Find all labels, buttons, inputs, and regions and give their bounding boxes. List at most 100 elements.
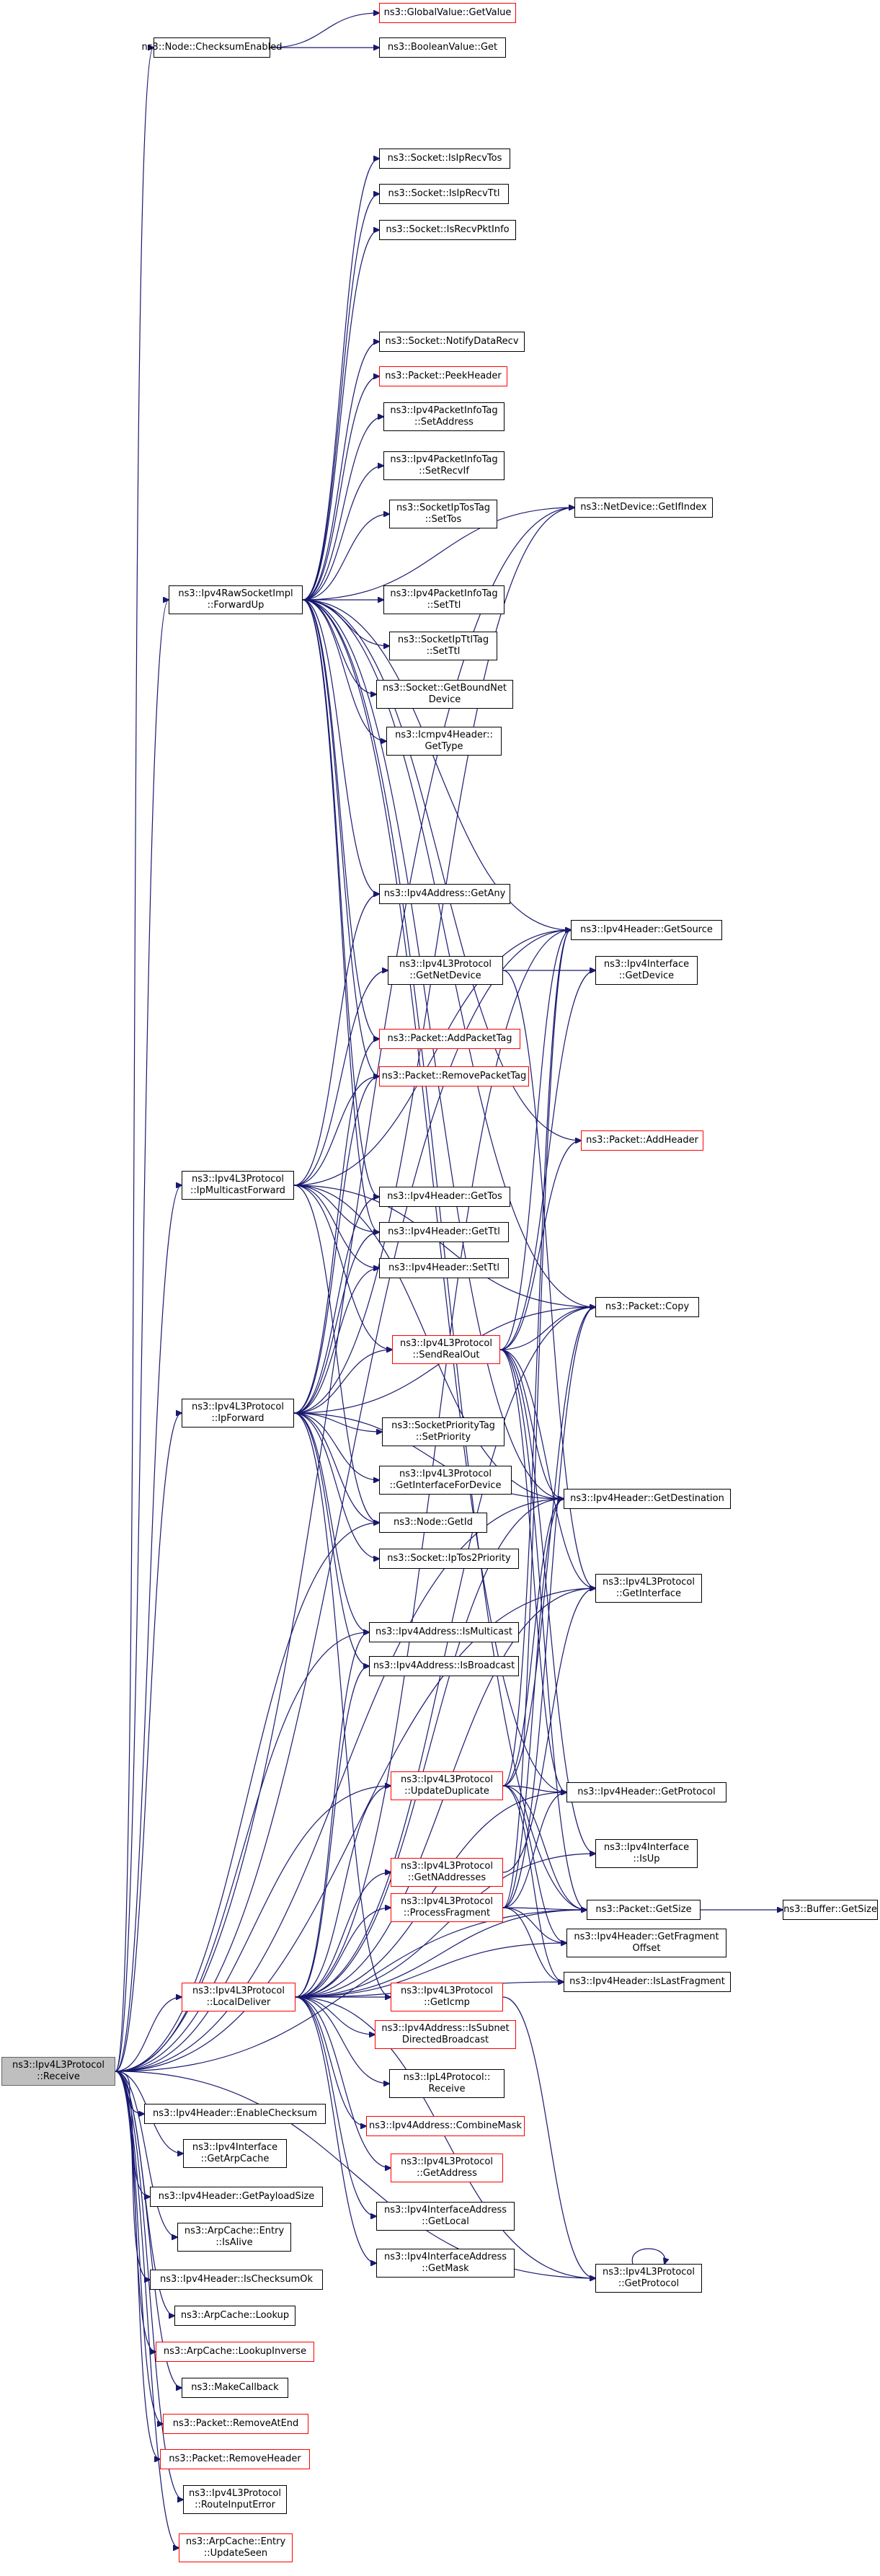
node-hdr-set-ttl[interactable]: ns3::Ipv4Header::SetTtl [379,1258,509,1278]
node-label-line: ns3::Packet::RemoveHeader [169,2453,301,2464]
node-hdr-get-tos[interactable]: ns3::Ipv4Header::GetTos [379,1187,510,1207]
node-hdr-get-source[interactable]: ns3::Ipv4Header::GetSource [571,920,722,940]
node-if-is-up[interactable]: ns3::Ipv4Interface::IsUp [595,1839,698,1868]
node-if-addr-get-mask[interactable]: ns3::Ipv4InterfaceAddress::GetMask [376,2249,515,2278]
node-ip-tos2-priority[interactable]: ns3::Socket::IpTos2Priority [379,1549,519,1569]
node-if-get-device[interactable]: ns3::Ipv4Interface::GetDevice [595,956,698,985]
edge-local-deliver-to-packet-copy [295,1307,595,1998]
node-hdr-get-payload-size[interactable]: ns3::Ipv4Header::GetPayloadSize [150,2187,323,2207]
node-label-line: ns3::Ipv4Interface [192,2142,278,2153]
node-update-duplicate[interactable]: ns3::Ipv4L3Protocol::UpdateDuplicate [391,1771,503,1800]
node-is-ip-recv-tos[interactable]: ns3::Socket::IsIpRecvTos [379,149,510,169]
node-get-interface[interactable]: ns3::Ipv4L3Protocol::GetInterface [595,1574,702,1603]
node-boolean-value-get[interactable]: ns3::BooleanValue::Get [379,37,506,58]
node-arp-entry-update-seen[interactable]: ns3::ArpCache::Entry::UpdateSeen [179,2533,293,2562]
edge-local-deliver-to-if-is-up [295,1854,595,1998]
node-label-line: ns3::ArpCache::Entry [185,2536,286,2547]
node-ip-ttl-set-ttl[interactable]: ns3::SocketIpTtlTag::SetTtl [389,632,497,660]
node-arp-entry-is-alive[interactable]: ns3::ArpCache::Entry::IsAlive [177,2223,291,2252]
node-is-recv-pkt-info[interactable]: ns3::Socket::IsRecvPktInfo [379,220,516,240]
edge-root-to-arp-entry-update-seen [115,2071,179,2548]
node-get-naddresses[interactable]: ns3::Ipv4L3Protocol::GetNAddresses [391,1858,503,1887]
node-enable-checksum[interactable]: ns3::Ipv4Header::EnableChecksum [144,2104,326,2124]
node-get-interface-for-device[interactable]: ns3::Ipv4L3Protocol::GetInterfaceForDevi… [379,1466,512,1495]
node-is-broadcast[interactable]: ns3::Ipv4Address::IsBroadcast [369,1656,519,1676]
node-label-line: ns3::ArpCache::LookupInverse [163,2346,307,2357]
node-peek-header[interactable]: ns3::Packet::PeekHeader [379,366,507,386]
node-ip-multicast-forward[interactable]: ns3::Ipv4L3Protocol::IpMulticastForward [182,1171,294,1200]
node-label-line: ::GetInterfaceForDevice [389,1480,502,1491]
node-l3-get-protocol[interactable]: ns3::Ipv4L3Protocol::GetProtocol [595,2264,702,2293]
node-label-line: ns3::Node::ChecksumEnabled [141,42,283,53]
edge-root-to-remove-at-end [115,2071,163,2424]
node-is-multicast[interactable]: ns3::Ipv4Address::IsMulticast [369,1622,519,1642]
node-packet-copy[interactable]: ns3::Packet::Copy [595,1297,699,1317]
node-get-net-device[interactable]: ns3::Ipv4L3Protocol::GetNetDevice [388,956,503,985]
node-ip-forward[interactable]: ns3::Ipv4L3Protocol::IpForward [182,1399,294,1428]
node-get-arp-cache[interactable]: ns3::Ipv4Interface::GetArpCache [183,2139,287,2168]
node-global-value-get[interactable]: ns3::GlobalValue::GetValue [379,3,516,23]
node-notify-data-recv[interactable]: ns3::Socket::NotifyDataRecv [379,332,525,352]
node-hdr-get-protocol[interactable]: ns3::Ipv4Header::GetProtocol [566,1782,726,1802]
node-arp-lookup[interactable]: ns3::ArpCache::Lookup [174,2306,295,2326]
node-hdr-get-ttl[interactable]: ns3::Ipv4Header::GetTtl [379,1222,509,1242]
node-route-input-error[interactable]: ns3::Ipv4L3Protocol::RouteInputError [183,2485,287,2514]
node-arp-lookup-inverse[interactable]: ns3::ArpCache::LookupInverse [156,2342,314,2362]
node-packet-get-size[interactable]: ns3::Packet::GetSize [587,1900,701,1920]
edge-local-deliver-to-if-addr-get-local [295,1996,376,2216]
node-label-line: ns3::Ipv4Address::CombineMask [369,2120,522,2131]
node-buffer-get-size[interactable]: ns3::Buffer::GetSize [783,1900,878,1920]
edge-local-deliver-to-if-addr-get-mask [295,1996,376,2263]
node-label-line: ns3::Packet::GetSize [595,1904,692,1915]
node-ip-l4-receive[interactable]: ns3::IpL4Protocol::Receive [389,2069,505,2098]
node-hdr-get-destination[interactable]: ns3::Ipv4Header::GetDestination [564,1489,731,1509]
node-local-deliver[interactable]: ns3::Ipv4L3Protocol::LocalDeliver [182,1983,295,2011]
node-label-line: ns3::SocketIpTosTag [396,503,491,513]
node-label-line: ::UpdateDuplicate [404,1786,489,1797]
node-ip-tos-set-tos[interactable]: ns3::SocketIpTosTag::SetTos [389,500,497,528]
node-label-line: ns3::Ipv4L3Protocol [400,1338,492,1349]
node-label-line: ns3::Ipv4L3Protocol [399,959,492,970]
node-combine-mask[interactable]: ns3::Ipv4Address::CombineMask [366,2116,525,2136]
node-label-line: ns3::Ipv4L3Protocol [192,1986,285,1996]
node-label-line: Receive [428,2084,466,2094]
node-net-device-get-if-index[interactable]: ns3::NetDevice::GetIfIndex [574,497,713,518]
node-label-line: ns3::Icmpv4Header:: [395,730,493,740]
node-node-get-id[interactable]: ns3::Node::GetId [379,1513,487,1533]
node-hdr-is-last-fragment[interactable]: ns3::Ipv4Header::IsLastFragment [564,1972,731,1992]
node-send-real-out[interactable]: ns3::Ipv4L3Protocol::SendRealOut [392,1335,500,1364]
node-hdr-is-checksum-ok[interactable]: ns3::Ipv4Header::IsChecksumOk [150,2270,323,2290]
node-label-line: ::GetIcmp [424,1997,470,2008]
node-forward-up[interactable]: ns3::Ipv4RawSocketImpl::ForwardUp [169,585,303,614]
node-get-icmp[interactable]: ns3::Ipv4L3Protocol::GetIcmp [391,1983,503,2011]
edge-update-duplicate-to-packet-copy [502,1307,595,1787]
node-prio-set-priority[interactable]: ns3::SocketPriorityTag::SetPriority [382,1417,505,1446]
node-get-address[interactable]: ns3::Ipv4L3Protocol::GetAddress [391,2154,503,2182]
node-pkt-info-set-ttl[interactable]: ns3::Ipv4PacketInfoTag::SetTtl [383,585,505,614]
edge-root-to-local-deliver [115,1997,182,2072]
node-is-ip-recv-ttl[interactable]: ns3::Socket::IsIpRecvTtl [379,184,509,204]
node-label-line: ns3::Ipv4Address::IsMulticast [375,1626,512,1637]
node-remove-header[interactable]: ns3::Packet::RemoveHeader [160,2449,310,2469]
node-add-header[interactable]: ns3::Packet::AddHeader [581,1130,703,1151]
node-checksum-enabled[interactable]: ns3::Node::ChecksumEnabled [142,37,282,58]
node-pkt-info-set-address[interactable]: ns3::Ipv4PacketInfoTag::SetAddress [383,402,505,431]
node-process-fragment[interactable]: ns3::Ipv4L3Protocol::ProcessFragment [391,1893,503,1922]
edge-root-to-route-input-error [115,2071,183,2500]
node-ipv4-addr-get-any[interactable]: ns3::Ipv4Address::GetAny [379,884,510,904]
node-remove-at-end[interactable]: ns3::Packet::RemoveAtEnd [163,2414,308,2434]
node-label-line: ns3::Packet::AddHeader [586,1135,698,1146]
node-icmp-get-type[interactable]: ns3::Icmpv4Header::GetType [386,727,502,756]
node-add-packet-tag[interactable]: ns3::Packet::AddPacketTag [379,1029,520,1049]
node-label-line: ns3::SocketIpTtlTag [397,634,489,645]
node-if-addr-get-local[interactable]: ns3::Ipv4InterfaceAddress::GetLocal [376,2202,515,2231]
node-remove-packet-tag[interactable]: ns3::Packet::RemovePacketTag [379,1066,529,1086]
node-make-callback[interactable]: ns3::MakeCallback [182,2378,288,2398]
edge-update-duplicate-to-packet-get-size [502,1785,587,1910]
node-pkt-info-set-recv-if[interactable]: ns3::Ipv4PacketInfoTag::SetRecvIf [383,451,505,480]
node-label-line: ns3::Ipv4Header::SetTtl [388,1262,499,1273]
